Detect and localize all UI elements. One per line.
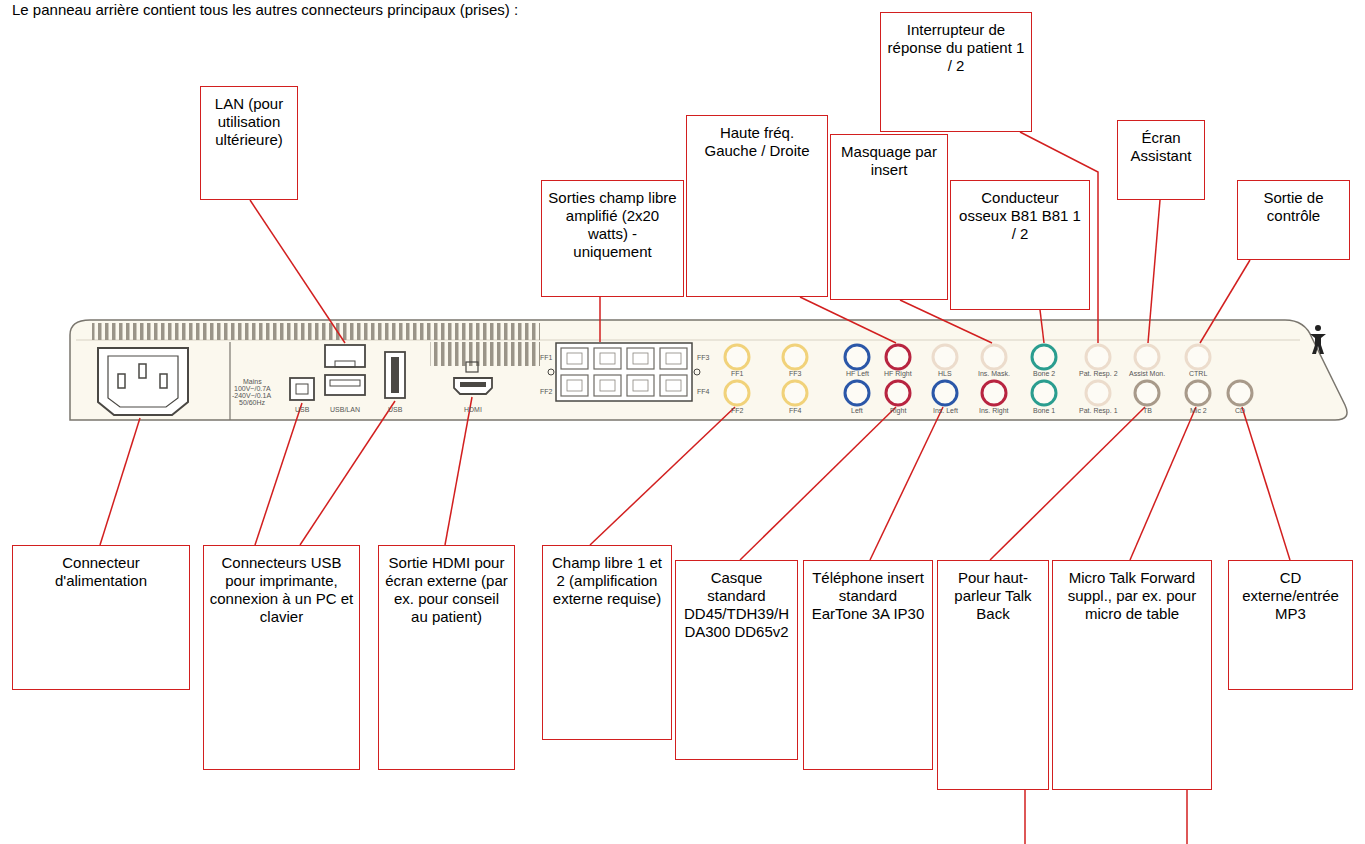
callout-text: Écran Assistant [1123,129,1199,165]
callout-text: Téléphone insert standard EarTone 3A IP3… [809,569,927,623]
connector-label: USB [295,406,309,413]
callout-box: Masquage par insert [830,134,948,300]
connector-label: FF3 [789,370,801,377]
callout-text: Haute fréq. Gauche / Droite [692,124,822,160]
connector-label: Pat. Resp. 2 [1079,370,1118,377]
callout-text: Sortie HDMI pour écran externe (par ex. … [384,554,509,626]
callout-box: Sortie HDMI pour écran externe (par ex. … [378,545,515,770]
connector-label: Bone 2 [1033,370,1055,377]
connector-label: Pat. Resp. 1 [1079,407,1118,414]
callout-box: Casque standard DD45/TDH39/HDA300 DD65v2 [675,560,798,760]
callout-text: Micro Talk Forward suppl., par ex. pour … [1058,569,1206,623]
connector-label: Mains [243,378,262,385]
connector-label: 100V~/0.7A [234,385,271,392]
connector-label: Ins. Left [933,407,958,414]
connector-label: FF1 [731,370,743,377]
connector-label: Bone 1 [1033,407,1055,414]
connector-label: FF4 [789,407,801,414]
callout-box: Interrupteur de réponse du patient 1 / 2 [880,12,1032,132]
connector-label: Assist Mon. [1129,370,1165,377]
connector-label: FF4 [697,388,709,395]
callout-text: Interrupteur de réponse du patient 1 / 2 [886,21,1026,75]
connector-label: TB [1143,407,1152,414]
connector-label: HF Left [846,370,869,377]
page-heading: Le panneau arrière contient tous les aut… [12,1,518,18]
connector-label: HF Right [884,370,912,377]
callout-box: Micro Talk Forward suppl., par ex. pour … [1052,560,1212,790]
connector-label: HDMI [464,406,482,413]
callout-box: Pour haut-parleur Talk Back [937,560,1049,790]
connector-label: FF3 [697,354,709,361]
callout-text: Champ libre 1 et 2 (amplification extern… [548,554,666,608]
callout-text: Casque standard DD45/TDH39/HDA300 DD65v2 [681,569,792,641]
callout-box: Sorties champ libre amplifié (2x20 watts… [541,180,684,297]
callout-text: CD externe/entrée MP3 [1234,569,1347,623]
callout-box: Conducteur osseux B81 B81 1 / 2 [950,180,1090,310]
connector-label: Mic 2 [1190,407,1207,414]
connector-label: -240V~/0.1A [232,392,271,399]
callout-text: Sorties champ libre amplifié (2x20 watts… [547,189,678,261]
callout-box: Écran Assistant [1117,120,1205,200]
connector-label: USB [388,406,402,413]
callout-box: Champ libre 1 et 2 (amplification extern… [542,545,672,740]
callout-text: Masquage par insert [836,143,942,179]
callout-box: Connecteur d'alimentation [12,545,190,690]
connector-label: Left [851,407,863,414]
callout-text: Pour haut-parleur Talk Back [943,569,1043,623]
callout-text: Conducteur osseux B81 B81 1 / 2 [956,189,1084,243]
connector-label: FF2 [731,407,743,414]
connector-label: Right [890,407,906,414]
connector-label: Ins. Right [979,407,1009,414]
callout-box: Téléphone insert standard EarTone 3A IP3… [803,560,933,770]
connector-label: FF2 [540,388,552,395]
callout-text: Connecteur d'alimentation [18,554,184,590]
connector-label: Ins. Mask. [978,370,1010,377]
connector-label: HLS [938,370,952,377]
callout-text: LAN (pour utilisation ultérieure) [206,95,292,149]
callout-text: Connecteurs USB pour imprimante, connexi… [209,554,354,626]
callout-box: Haute fréq. Gauche / Droite [686,115,828,297]
callout-box: Connecteurs USB pour imprimante, connexi… [203,545,360,770]
callout-box: LAN (pour utilisation ultérieure) [200,86,298,200]
connector-label: USB/LAN [330,406,360,413]
callout-text: Sortie de contrôle [1243,189,1344,225]
connector-label: 50/60Hz [239,399,265,406]
callout-box: CD externe/entrée MP3 [1228,560,1353,690]
callout-box: Sortie de contrôle [1237,180,1350,260]
connector-label: CD [1235,407,1245,414]
connector-label: FF1 [540,354,552,361]
connector-label: CTRL [1189,370,1207,377]
